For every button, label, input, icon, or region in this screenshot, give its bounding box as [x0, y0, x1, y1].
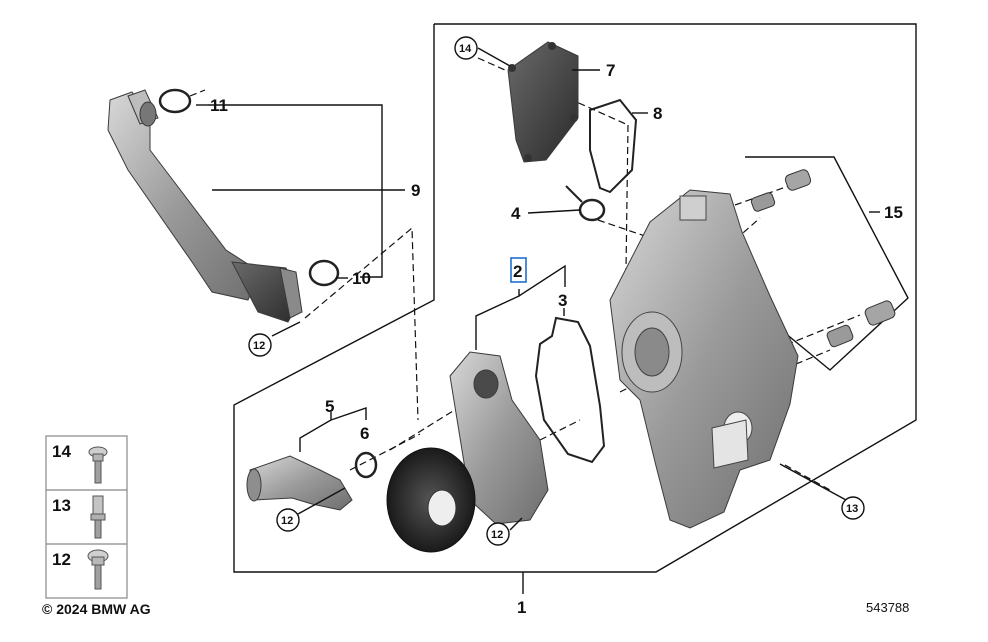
cover-gasket — [589, 98, 638, 194]
flange-bolt-icon — [88, 446, 108, 484]
callout-14[interactable]: 14 — [459, 43, 472, 55]
callout-3[interactable]: 3 — [558, 291, 567, 310]
callout-7[interactable]: 7 — [606, 61, 615, 80]
leader-lines — [196, 47, 847, 531]
legend-number-12: 12 — [52, 550, 71, 569]
water-pump — [386, 351, 549, 553]
sleeve-bolt-upper-b — [784, 169, 812, 191]
seal-ring-11 — [158, 88, 206, 114]
callout-8[interactable]: 8 — [653, 104, 662, 123]
circle-callouts — [248, 36, 865, 546]
coolant-pipe — [107, 89, 303, 323]
housing-cover — [507, 41, 579, 163]
o-ring-4 — [565, 185, 606, 222]
callout-10[interactable]: 10 — [352, 269, 371, 288]
callout-12-pipe[interactable]: 12 — [253, 340, 265, 352]
sleeve-bolt-upper-a — [750, 192, 776, 212]
callout-12-connector[interactable]: 12 — [281, 515, 293, 527]
sleeve-bolt-lower-b — [864, 300, 896, 326]
callout-9[interactable]: 9 — [411, 181, 420, 200]
seal-ring-6 — [354, 451, 378, 479]
group-5-frame — [299, 407, 367, 452]
pipe-bracket — [208, 104, 405, 278]
callout-11[interactable]: 11 — [210, 96, 228, 115]
callout-13[interactable]: 13 — [846, 503, 858, 515]
hex-bolt-icon — [87, 549, 109, 590]
assembly-frame — [233, 23, 917, 594]
sleeve-bolt-lower-a — [826, 324, 854, 348]
seal-ring-10 — [308, 259, 340, 287]
callout-2[interactable]: 2 — [513, 262, 522, 281]
callout-12-pump[interactable]: 12 — [491, 529, 503, 541]
group-2-frame — [475, 264, 566, 350]
diagram-number: 543788 — [866, 600, 910, 615]
callout-6[interactable]: 6 — [360, 424, 369, 443]
pump-gasket — [534, 316, 606, 464]
callout-4[interactable]: 4 — [511, 204, 521, 223]
connector-pipe — [246, 455, 353, 511]
group-15-frame — [744, 156, 909, 371]
callout-1[interactable]: 1 — [517, 598, 526, 617]
pump-housing — [609, 189, 799, 529]
legend-number-13: 13 — [52, 496, 71, 515]
copyright-text: © 2024 BMW AG — [42, 601, 151, 617]
stud-bolt-icon — [90, 495, 106, 539]
legend-number-14: 14 — [52, 442, 71, 461]
bolt-legend: 14 13 12 — [45, 435, 128, 599]
callout-15[interactable]: 15 — [884, 203, 903, 222]
callout-2-highlight — [510, 257, 527, 283]
callout-5[interactable]: 5 — [325, 397, 334, 416]
